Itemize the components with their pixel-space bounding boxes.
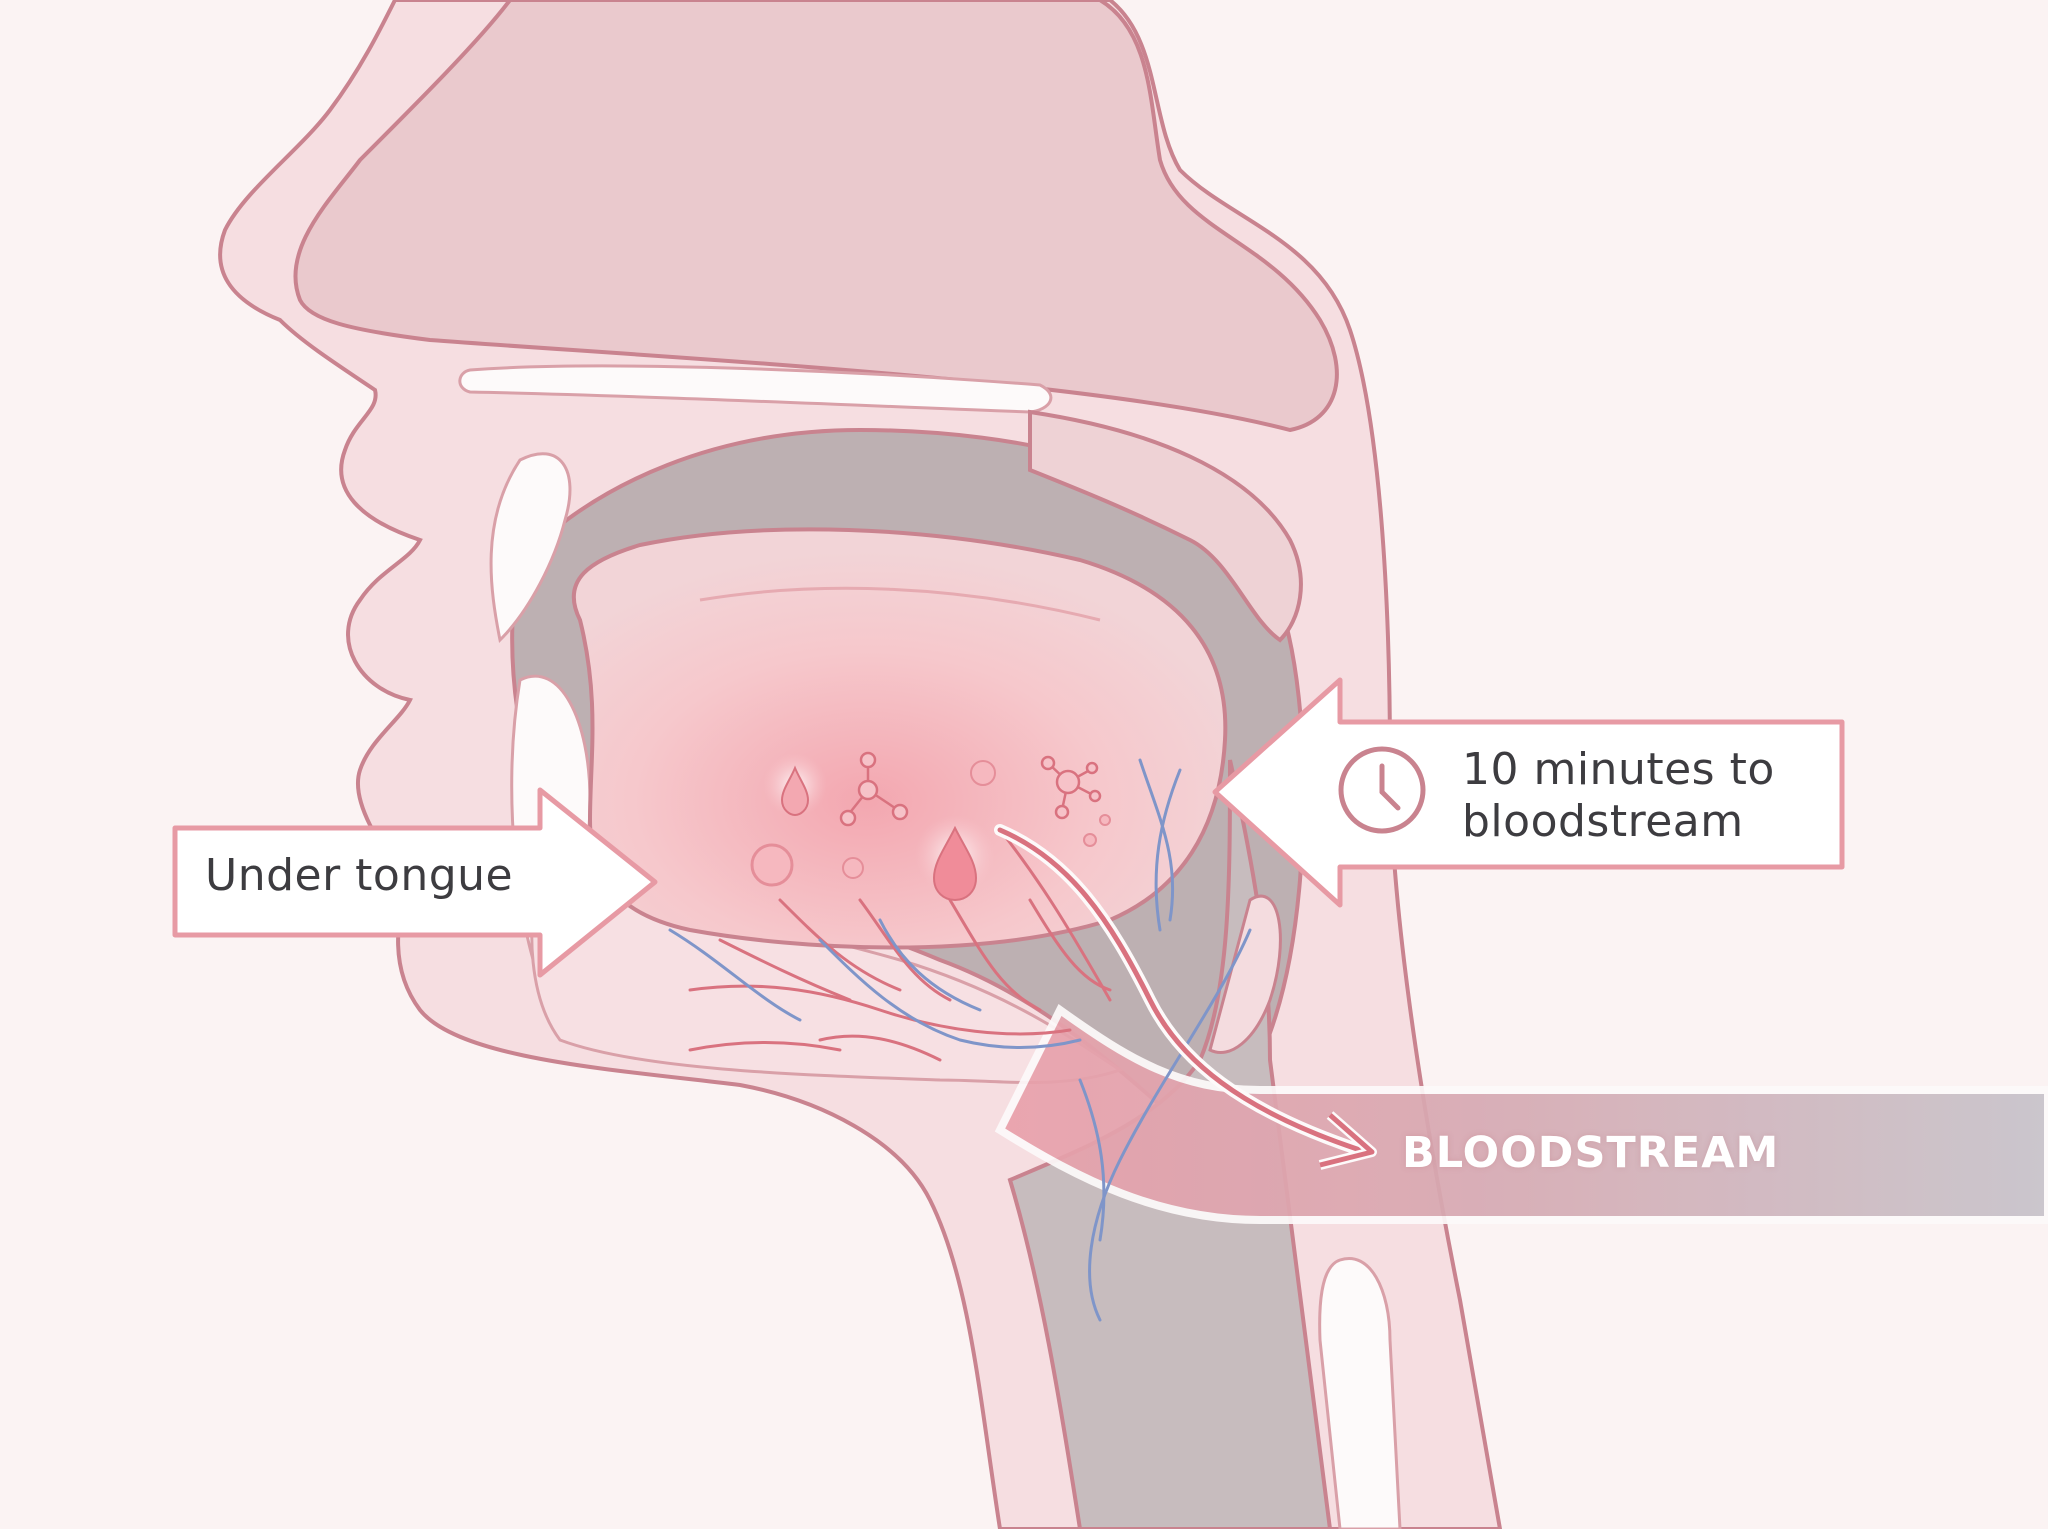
absorption-arrow-core xyxy=(997,827,1363,1153)
under-tongue-label: Under tongue xyxy=(205,850,514,901)
artery-network xyxy=(688,828,1112,1062)
under-tongue-callout xyxy=(172,787,658,978)
time-callout-box xyxy=(1212,677,1845,908)
absorption-time-line-1: 10 minutes to xyxy=(1462,744,1775,795)
medication-particles xyxy=(750,753,1111,902)
molecule-icon xyxy=(1040,755,1102,820)
tongue-surface-line xyxy=(699,586,1101,622)
molecule-icon xyxy=(839,751,909,827)
tongue xyxy=(571,527,1228,950)
vein-network xyxy=(668,758,1252,1322)
clock-icon xyxy=(1338,746,1426,834)
trachea xyxy=(1318,1257,1402,1529)
bloodstream-label: BLOODSTREAM xyxy=(1402,1128,1780,1178)
droplet-icon xyxy=(932,825,978,902)
epiglottis xyxy=(1208,894,1282,1054)
soft-palate xyxy=(1028,409,1303,643)
absorption-arrowhead-core xyxy=(1319,1113,1375,1168)
absorption-time-line-2: bloodstream xyxy=(1462,796,1744,847)
droplet-icon xyxy=(780,765,810,817)
upper-teeth xyxy=(489,452,572,644)
bloodstream-vessel xyxy=(994,1004,2048,1224)
absorption-time-label: 10 minutes to bloodstream xyxy=(1462,744,1775,848)
